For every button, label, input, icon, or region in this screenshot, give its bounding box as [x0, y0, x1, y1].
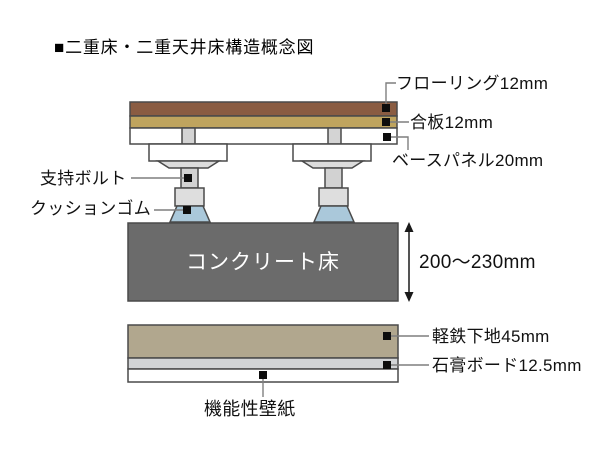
- bolt-body-right: [318, 187, 349, 207]
- label-base-panel: ベースパネル20mm: [392, 151, 544, 170]
- marker-cushion-rubber: [183, 206, 191, 214]
- label-support-bolt: 支持ボルト: [40, 169, 127, 188]
- marker-plywood: [382, 118, 390, 126]
- label-cushion-rubber: クッションゴム: [30, 199, 152, 218]
- label-gypsum-board: 石膏ボード12.5mm: [432, 356, 582, 375]
- flooring-layer: [129, 101, 398, 117]
- base-panel-layer: [129, 127, 398, 145]
- receiver-taper-right: [299, 160, 366, 169]
- marker-flooring: [382, 104, 390, 112]
- label-flooring: フローリング12mm: [396, 74, 549, 93]
- marker-light-steel: [383, 332, 391, 340]
- leader-base-panel: [391, 136, 409, 150]
- leader-flooring: [385, 82, 396, 104]
- thickness-arrow-head-up: [404, 222, 414, 232]
- gypsum-board-layer: [127, 357, 399, 370]
- bolt-body-left: [174, 187, 205, 207]
- diagram-title: ■二重床・二重天井床構造概念図: [54, 38, 315, 57]
- bolt-shaft-right: [324, 167, 343, 189]
- marker-base-panel: [383, 133, 391, 141]
- receiver-plate-right: [292, 143, 372, 162]
- plywood-layer: [129, 115, 398, 129]
- label-concrete-slab: コンクリート床: [186, 251, 340, 274]
- marker-support-bolt: [184, 174, 192, 182]
- marker-wallpaper: [259, 371, 267, 379]
- thickness-arrow-head-down: [404, 292, 414, 302]
- light-steel-frame-layer: [127, 324, 399, 359]
- receiver-taper-left: [155, 160, 222, 169]
- label-plywood: 合板12mm: [410, 113, 494, 132]
- label-slab-thickness: 200〜230mm: [419, 252, 536, 273]
- concrete-slab: [127, 222, 399, 302]
- cushion-rubber-right: [312, 205, 356, 223]
- label-functional-wallpaper: 機能性壁紙: [204, 399, 296, 419]
- receiver-plate-left: [148, 143, 228, 162]
- label-light-steel-frame: 軽鉄下地45mm: [432, 327, 550, 346]
- panel-post-left: [181, 127, 196, 145]
- marker-gypsum-board: [383, 361, 391, 369]
- panel-post-right: [327, 127, 342, 145]
